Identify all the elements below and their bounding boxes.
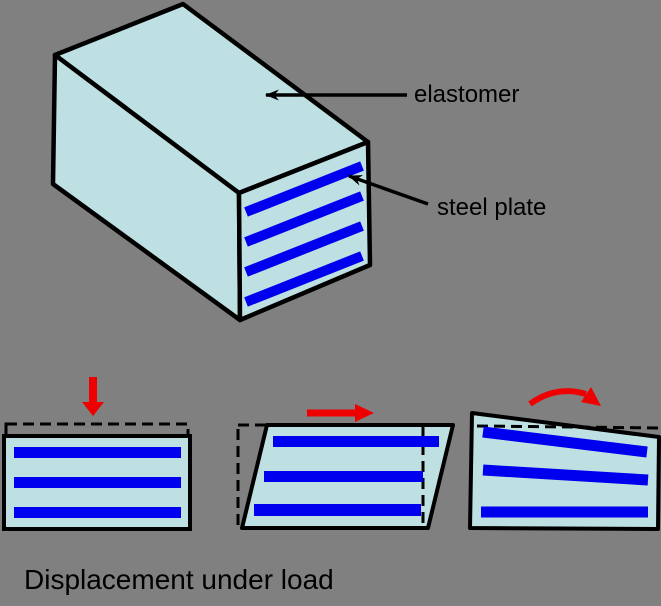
undeformed-outline-dashed [236,423,425,530]
steel-plate-stripe [482,464,649,486]
steel-plate-stripe [273,436,439,447]
block-front-face [236,139,373,323]
steel-plate-stripe [244,251,364,307]
elastomer-label: elastomer [414,81,520,108]
steel-plate-stripe [14,477,181,488]
steel-plate-stripe [244,161,364,217]
steel-plate-pointer-arrow-icon [348,174,429,206]
load-case-shear [236,404,455,530]
isometric-bearing-block [50,1,373,323]
steel-plate-label: steel plate [437,194,547,221]
undeformed-top-edge-dashed [476,424,661,430]
load-case-compression [2,377,192,531]
figure-caption: Displacement under load [24,564,334,595]
red-arrow-curved-clockwise-icon [528,388,587,407]
steel-plate-stripe [14,447,181,458]
steel-plate-stripe [264,471,423,482]
load-case-rotation [468,387,661,531]
steel-plate-stripe [254,504,421,516]
red-arrow-right-head [355,404,374,422]
steel-plate-stripe [244,221,364,277]
steel-plate-stripe [14,507,181,518]
red-arrow-down-head [82,402,104,416]
steel-plate-stripe [244,191,364,247]
steel-plate-stripe [482,426,648,458]
block-steel-plates [244,161,364,307]
red-arrow-curved-head [581,387,601,406]
